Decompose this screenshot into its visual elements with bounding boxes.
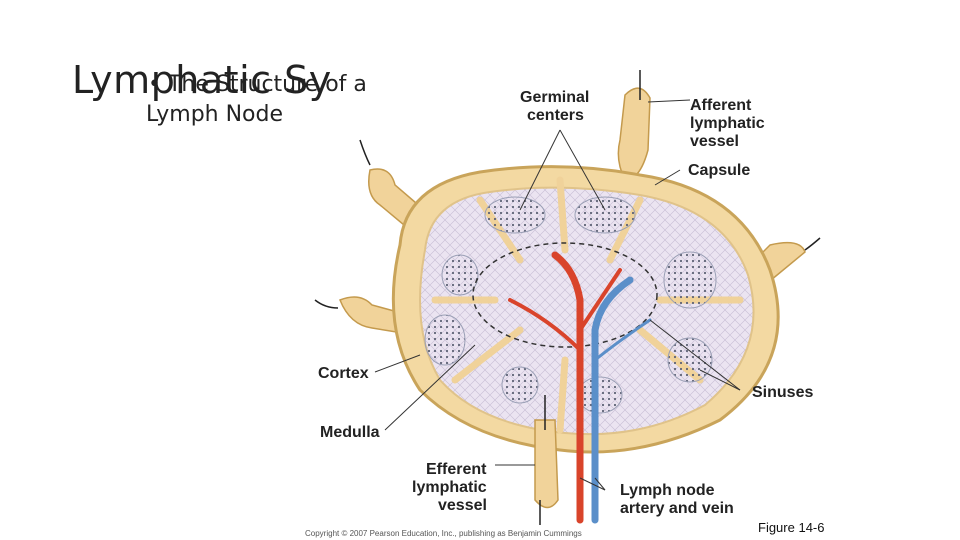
label-capsule: Capsule — [688, 162, 750, 179]
flow-arrows — [314, 70, 821, 525]
slide-title: Lymphatic Sy — [72, 58, 332, 102]
label-efferent-3: vessel — [438, 497, 487, 514]
label-cortex: Cortex — [318, 365, 369, 382]
label-germinal-1: Germinal — [520, 89, 589, 106]
figure-number: Figure 14-6 — [758, 520, 824, 535]
leader-lines — [374, 99, 741, 491]
artery-vein — [508, 251, 652, 524]
efferent-vessel — [534, 419, 559, 509]
label-artery-2: artery and vein — [620, 500, 734, 517]
label-afferent-3: vessel — [690, 133, 739, 150]
label-medulla: Medulla — [320, 424, 380, 441]
cortex — [419, 186, 755, 436]
label-efferent-2: lymphatic — [412, 479, 487, 496]
germinal-centers — [424, 196, 717, 414]
label-efferent-1: Efferent — [426, 461, 487, 478]
copyright-text: Copyright © 2007 Pearson Education, Inc.… — [305, 529, 582, 538]
label-artery-1: Lymph node — [620, 482, 715, 499]
label-germinal-2: centers — [527, 107, 584, 124]
label-sinuses: Sinuses — [752, 384, 813, 401]
bullet-text: • The Structure of a — [148, 72, 367, 97]
label-afferent-2: lymphatic — [690, 115, 765, 132]
sinus-region — [472, 242, 658, 348]
bullet-text-line2: Lymph Node — [146, 102, 284, 127]
label-afferent-1: Afferent — [690, 97, 752, 114]
